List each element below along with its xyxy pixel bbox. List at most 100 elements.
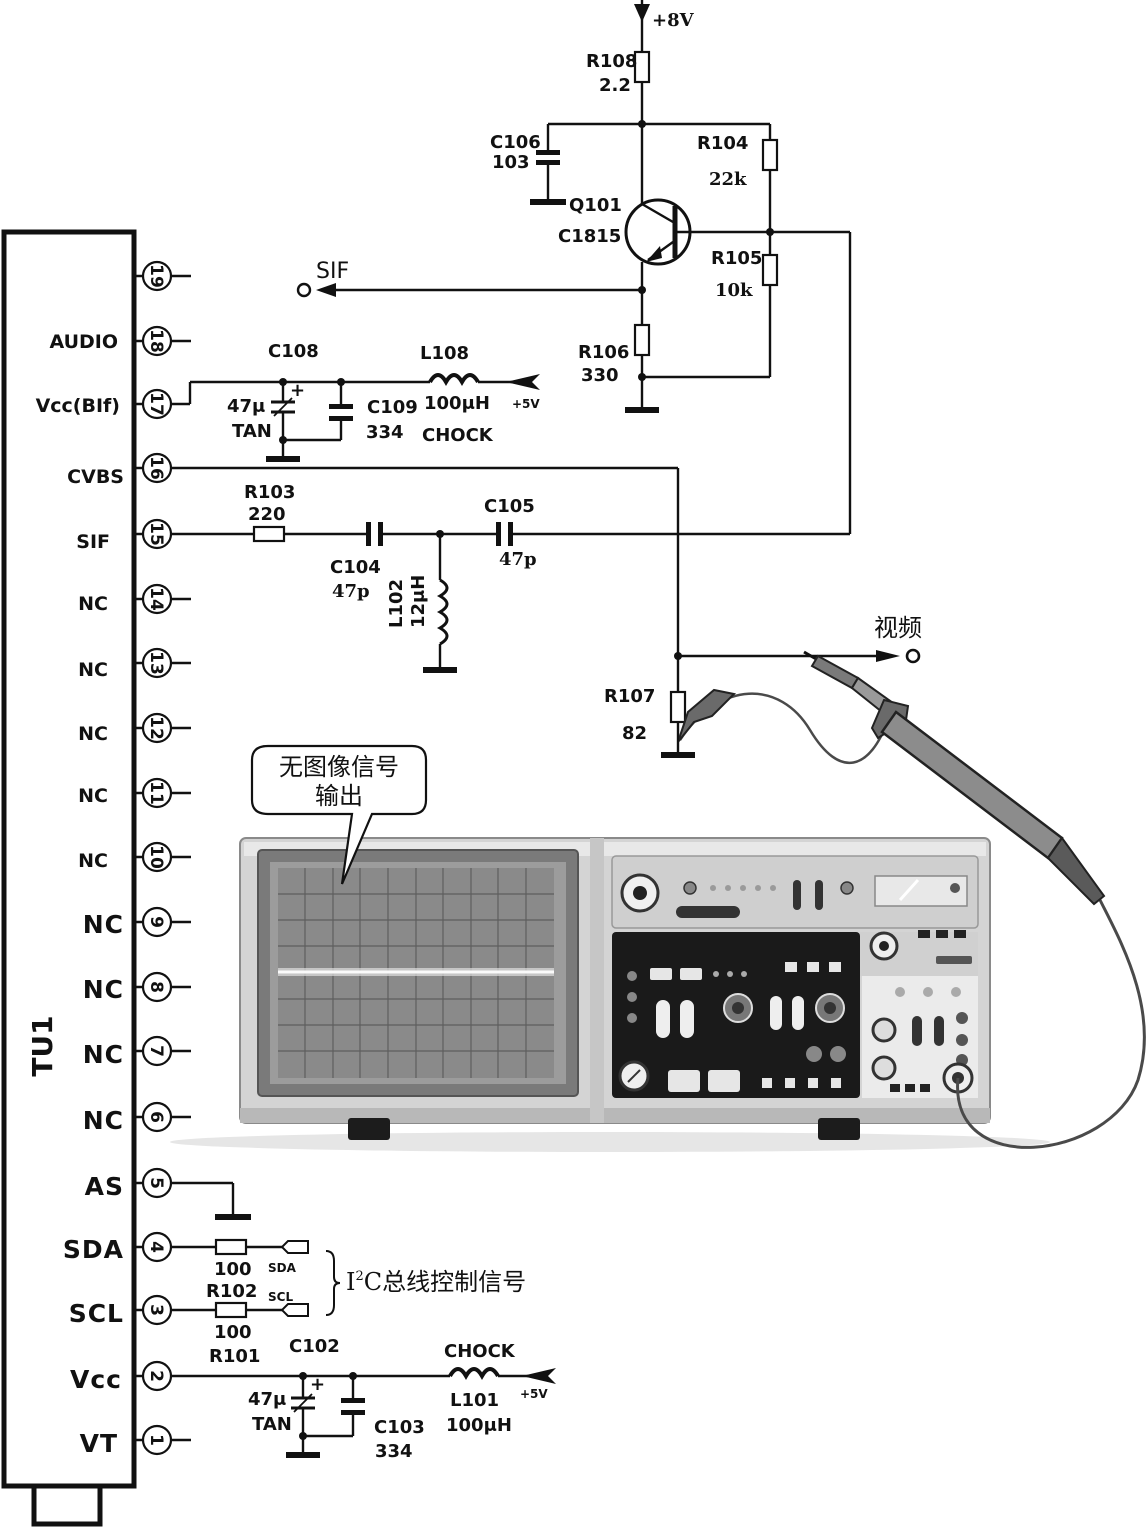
c108-value: 47μ xyxy=(227,396,265,417)
c104-ref: C104 xyxy=(330,557,381,578)
c109-plate-bottom xyxy=(329,416,353,421)
pin-3-num: 3 xyxy=(146,1304,166,1316)
c104-value: 47p xyxy=(332,581,370,602)
c102-ref: C102 xyxy=(289,1336,340,1357)
c103-plate-bottom xyxy=(341,1410,365,1415)
probe-handle xyxy=(880,710,1064,860)
l101-inductor xyxy=(448,1367,500,1381)
scope-grid xyxy=(278,868,554,1078)
l102-ref: L102 xyxy=(386,579,407,628)
pin-label-10: NC xyxy=(78,850,108,872)
callout-line-1: 无图像信号 xyxy=(279,753,399,781)
c102-type: TAN xyxy=(252,1414,292,1435)
pin-label-5: AS xyxy=(85,1172,124,1201)
supply-arrow-5v-top xyxy=(506,374,540,390)
pin-16-num: 16 xyxy=(146,456,166,480)
tuner-module: TU1 xyxy=(1,229,137,1527)
pin-14: 14 xyxy=(134,583,191,615)
c105-plate-left xyxy=(496,522,501,546)
bus-brace xyxy=(325,1250,341,1316)
pin-18-num: 18 xyxy=(146,329,166,353)
pin-6: 6 xyxy=(134,1101,191,1133)
q101-ref: Q101 xyxy=(569,195,622,216)
l102-value: 12μH xyxy=(408,575,429,628)
callout: 无图像信号 输出 xyxy=(250,744,428,885)
l102-ground xyxy=(423,667,457,673)
sif-out-label: SIF xyxy=(316,259,349,284)
scl-signal: SCL xyxy=(268,1290,293,1304)
vcc-bif-filter: + +5V C108 47μ TAN C109 334 L108 100μH C… xyxy=(170,341,540,462)
pin-5: 5 xyxy=(134,1167,173,1199)
r102-ref: R102 xyxy=(206,1281,257,1302)
c106-plate-top xyxy=(536,150,560,155)
pin-14-num: 14 xyxy=(146,587,166,611)
pin-label-13: NC xyxy=(78,659,108,681)
c109-ref: C109 xyxy=(367,397,418,418)
vcc-filter: + +5V C102 47μ TAN C103 334 CHOCK L101 1… xyxy=(170,1336,556,1462)
pin-2-num: 2 xyxy=(146,1370,166,1382)
supply-5v-bottom: +5V xyxy=(520,1387,548,1401)
as-ground xyxy=(170,1181,251,1220)
sif-filter: R103 220 C104 47p C105 47p L102 12μH xyxy=(170,482,850,673)
pin-label-18: AUDIO xyxy=(49,331,118,353)
pin-label-15: SIF xyxy=(76,531,110,553)
pin-3: 3 xyxy=(134,1294,173,1326)
supply-8v-label: +8V xyxy=(652,10,695,31)
c105-ref: C105 xyxy=(484,496,535,517)
l108-note: CHOCK xyxy=(422,425,494,446)
r103 xyxy=(252,525,286,543)
r104 xyxy=(761,138,779,172)
pin-label-6: NC xyxy=(83,1106,124,1135)
r108-ref: R108 xyxy=(586,51,637,72)
c106-value: 103 xyxy=(492,152,530,173)
c108-ref: C108 xyxy=(268,341,319,362)
r106-ref: R106 xyxy=(578,342,629,363)
pin-label-14: NC xyxy=(78,593,108,615)
r107-value: 82 xyxy=(622,723,647,744)
pin-column: 19 18 17 16 15 14 13 12 11 10 9 8 7 6 5 … xyxy=(134,260,191,1456)
supply-arrow-8v xyxy=(634,4,650,22)
r104-value: 22k xyxy=(709,169,747,190)
c105-plate-right xyxy=(508,522,513,546)
pin-label-8: NC xyxy=(83,975,124,1004)
pin-17: 17 xyxy=(134,388,173,420)
l108-ref: L108 xyxy=(420,343,469,364)
c102-value: 47μ xyxy=(248,1389,286,1410)
r101 xyxy=(214,1238,248,1256)
c106-ground xyxy=(530,199,566,205)
pin-12: 12 xyxy=(134,712,191,744)
r102 xyxy=(214,1301,248,1319)
pin-label-11: NC xyxy=(78,785,108,807)
pin-15: 15 xyxy=(134,518,173,550)
pin-labels: AUDIO Vcc(BIf) CVBS SIF NC NC NC NC NC N… xyxy=(36,331,124,1458)
pin-6-num: 6 xyxy=(146,1111,166,1123)
l101-ref: L101 xyxy=(450,1390,499,1411)
c103-value: 334 xyxy=(375,1441,413,1462)
c109-plate-top xyxy=(329,404,353,409)
scl-connector xyxy=(280,1303,309,1317)
c104-plate-right xyxy=(378,522,383,546)
pin-label-17: Vcc(BIf) xyxy=(36,395,120,417)
supply-arrow-5v-bottom xyxy=(522,1368,556,1384)
c106-plate-bottom xyxy=(536,160,560,165)
r106-ground xyxy=(625,407,659,413)
r101-value: 100 xyxy=(214,1259,252,1280)
r105-ref: R105 xyxy=(711,248,762,269)
pin-7-num: 7 xyxy=(146,1045,166,1057)
pin-15-num: 15 xyxy=(146,522,166,546)
pin-label-1: VT xyxy=(80,1429,118,1458)
pin-18: 18 xyxy=(134,325,191,357)
c104-plate-left xyxy=(366,522,371,546)
c103-plate-top xyxy=(341,1398,365,1403)
pin-label-7: NC xyxy=(83,1040,124,1069)
ground-clip xyxy=(677,688,737,743)
pin-16: 16 xyxy=(134,452,173,484)
pin-label-2: Vcc xyxy=(70,1365,122,1394)
l101-note: CHOCK xyxy=(444,1341,516,1362)
callout-bubble xyxy=(250,744,428,885)
l108-inductor xyxy=(428,373,480,387)
pin-19-num: 19 xyxy=(146,264,166,288)
c108-ground xyxy=(266,456,300,462)
sda-signal: SDA xyxy=(268,1261,297,1275)
